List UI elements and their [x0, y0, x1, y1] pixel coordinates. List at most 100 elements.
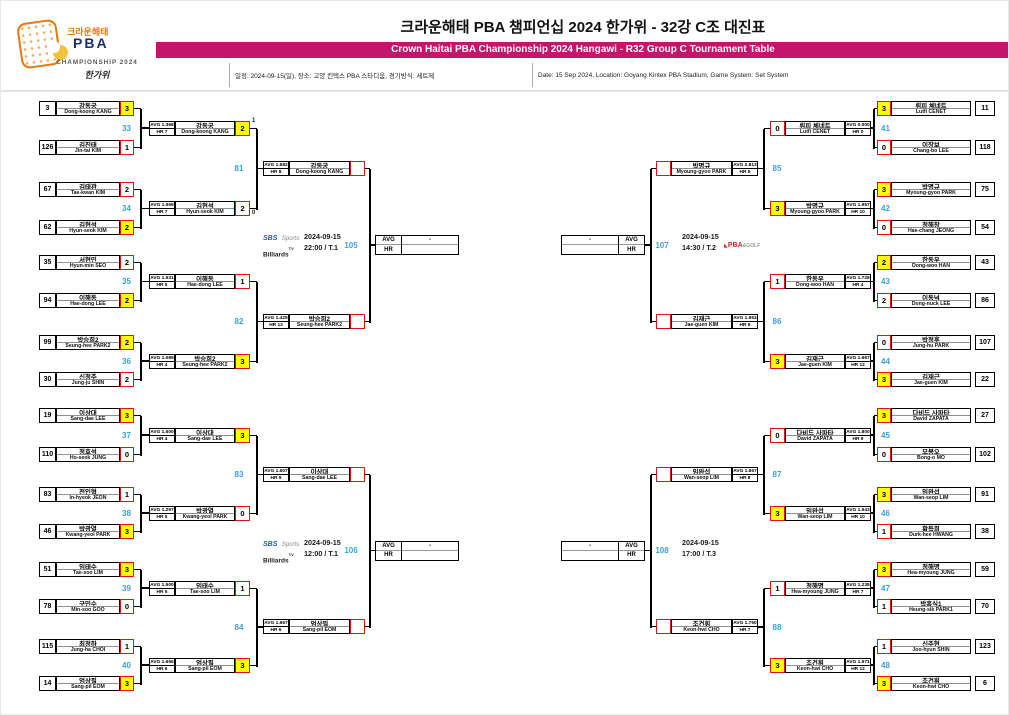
- set-score: 3: [770, 201, 785, 216]
- subtitle-bar: Crown Haitai PBA Championship 2024 Hanga…: [156, 42, 1008, 58]
- connector-line: [764, 127, 770, 130]
- avg-value: AVG 1.543: [846, 507, 870, 514]
- player-name-ko: 박정후: [892, 336, 970, 343]
- connector-line: [874, 226, 877, 229]
- connector-line: [256, 281, 258, 363]
- hr-label: HR: [376, 245, 402, 254]
- connector-line: [871, 280, 874, 283]
- connector-line: [370, 549, 375, 552]
- player-name-ko: 강동궁: [176, 122, 234, 129]
- connector-line: [257, 167, 263, 170]
- set-score: 3: [235, 428, 250, 443]
- connector-line: [140, 646, 142, 685]
- seed-number: 35: [39, 255, 56, 270]
- player-name-en: Sang-dae LEE: [187, 436, 223, 442]
- player-name-en: Chang-bo LEE: [913, 148, 949, 154]
- player-name-en: Seung-hee PARK2: [65, 343, 111, 349]
- hr-value: HR 9: [270, 475, 282, 481]
- connector-line: [873, 569, 875, 608]
- connector-line: [141, 280, 149, 283]
- connector-line: [651, 320, 656, 323]
- connector-line: [134, 453, 141, 456]
- connector-line: [250, 512, 257, 515]
- player-name-ko: 김진태: [57, 141, 119, 148]
- set-score: 3: [877, 408, 891, 423]
- set-score: 1: [770, 274, 785, 289]
- hr-value: HR 5: [739, 169, 751, 175]
- header-divider: [1, 90, 1008, 92]
- hr-value: HR 4: [156, 436, 168, 442]
- player-name-en: Keon-hwi CHO: [912, 684, 950, 690]
- player-name-en: Ho-seok JUNG: [69, 455, 107, 461]
- avg-value: AVG 0.000: [846, 122, 870, 129]
- set-score: 3: [877, 487, 891, 502]
- logo-text: Sports: [281, 236, 300, 242]
- match-number: 106: [344, 546, 358, 555]
- player-name-en: Tae-kwan KIM: [70, 190, 106, 196]
- seed-number: 99: [39, 335, 56, 350]
- connector-line: [873, 646, 875, 685]
- player-name-en: Sang-pil EOM: [302, 627, 337, 633]
- player-name-ko: 김현석: [57, 221, 119, 228]
- connector-line: [873, 342, 875, 381]
- set-score: 3: [770, 354, 785, 369]
- connector-line: [134, 645, 141, 648]
- avg-value: AVG 1.607: [264, 468, 288, 475]
- player-name-en: Jin-tai KIM: [74, 148, 102, 154]
- connector-line: [134, 188, 141, 191]
- connector-line: [651, 473, 656, 476]
- match-date: 2024-09-15: [682, 537, 719, 547]
- seed-number: 19: [39, 408, 56, 423]
- connector-line: [874, 568, 877, 571]
- match-number: 105: [344, 240, 358, 250]
- seed-number: 59: [975, 562, 995, 577]
- connector-line: [651, 167, 656, 170]
- page-title: 크라운해태 PBA 챔피언십 2024 한가위 - 32강 C조 대진표: [400, 19, 766, 36]
- connector-line: [874, 146, 877, 149]
- hr-value: HR 7: [739, 627, 751, 633]
- player-name-en: Myoung-gyoo PARK: [790, 209, 840, 215]
- seed-number: 83: [39, 487, 56, 502]
- player-name-en: Dong-koong KANG: [181, 129, 229, 135]
- player-name-en: Sang-pil EOM: [188, 666, 222, 672]
- hr-value: HR 10: [851, 209, 865, 215]
- connector-line: [763, 588, 765, 667]
- set-score: 0: [770, 121, 785, 136]
- set-score: 2: [877, 255, 891, 270]
- seed-number: 46: [39, 524, 56, 539]
- connector-line: [764, 587, 770, 590]
- connector-line: [871, 664, 874, 666]
- connector-line: [134, 378, 141, 381]
- seed-number: 78: [39, 599, 56, 614]
- match-number: 35: [122, 277, 131, 286]
- connector-line: [758, 320, 764, 323]
- player-name-en: Heung-sik PARK1: [909, 607, 953, 613]
- connector-line: [140, 262, 142, 302]
- hr-result: [402, 551, 458, 560]
- connector-line: [141, 360, 149, 362]
- player-name-en: Hae-dong LEE: [187, 282, 223, 288]
- player-name-ko: 이동넉: [892, 294, 970, 301]
- connector-line: [871, 587, 874, 589]
- seed-number: 30: [39, 372, 56, 387]
- connector-line: [256, 128, 258, 210]
- player-name-en: Seung-hee PARK2: [182, 362, 228, 368]
